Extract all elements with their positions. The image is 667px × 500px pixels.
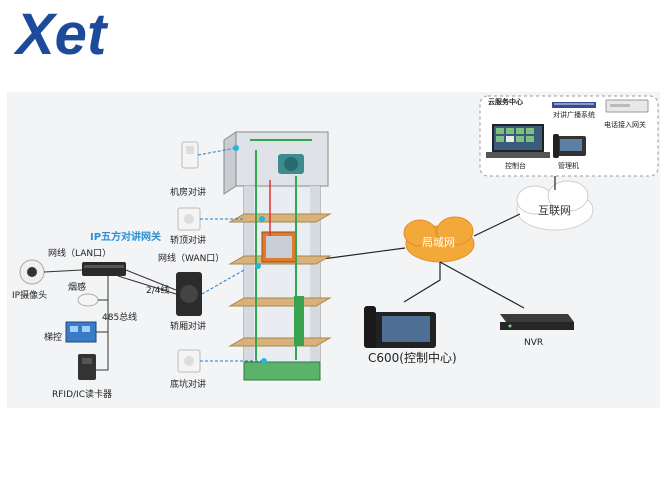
gateway-wiring: [43, 269, 177, 371]
management-phone-device: [553, 134, 586, 158]
console-label: 控制台: [505, 162, 526, 170]
elevator-shaft: [223, 131, 332, 381]
ip-camera-label: IP摄像头: [12, 291, 48, 301]
management-label: 管理机: [558, 162, 579, 170]
pit-intercom-label: 底坑对讲: [170, 380, 207, 390]
console-device: [486, 124, 550, 158]
nvr-label: NVR: [524, 338, 544, 348]
phone-gateway-label: 电话接入网关: [604, 121, 646, 129]
internet-label: 互联网: [538, 204, 571, 217]
internet-cloud: [516, 180, 594, 231]
ip-camera-device: [19, 259, 45, 285]
logo-text: Xet: [14, 6, 109, 60]
intercom-links: [197, 147, 264, 362]
connector-dots: [233, 145, 267, 364]
machine-room-intercom-device: [181, 141, 199, 169]
car-top-intercom-label: 轿顶对讲: [170, 236, 207, 246]
elevator-ctrl-label: 梯控: [44, 333, 63, 343]
wire-label: 2/4线: [146, 286, 170, 296]
car-top-intercom-device: [177, 207, 201, 231]
lan-label: 局域网: [422, 236, 455, 249]
car-intercom-label: 轿厢对讲: [170, 322, 207, 332]
bus485-label: 485总线: [102, 313, 138, 323]
pit-intercom-device: [177, 349, 201, 373]
car-intercom-device: [176, 272, 202, 316]
broadcast-system-label: 对讲广播系统: [553, 111, 595, 119]
nvr-device: [500, 314, 574, 330]
gateway-device: [82, 262, 126, 276]
card-reader-label: RFID/IC读卡器: [52, 390, 112, 400]
smoke-detector-device: [77, 293, 99, 307]
wan-label: 网线（WAN口）: [158, 254, 225, 264]
cloud-service-title: 云服务中心: [488, 98, 523, 106]
card-reader-device: [78, 354, 96, 380]
smoke-label: 烟感: [68, 283, 87, 293]
elevator-control-board: [65, 321, 97, 343]
gateway-title: IP五方对讲网关: [90, 232, 162, 243]
xet-logo: Xet: [14, 6, 109, 60]
phone-gateway-device: [605, 99, 649, 113]
c600-label: C600(控制中心): [368, 351, 457, 365]
machine-room-intercom-label: 机房对讲: [170, 188, 207, 198]
lan-port-label: 网线（LAN口）: [48, 249, 112, 259]
c600-device: [364, 306, 436, 348]
broadcast-system-device: [552, 102, 596, 108]
